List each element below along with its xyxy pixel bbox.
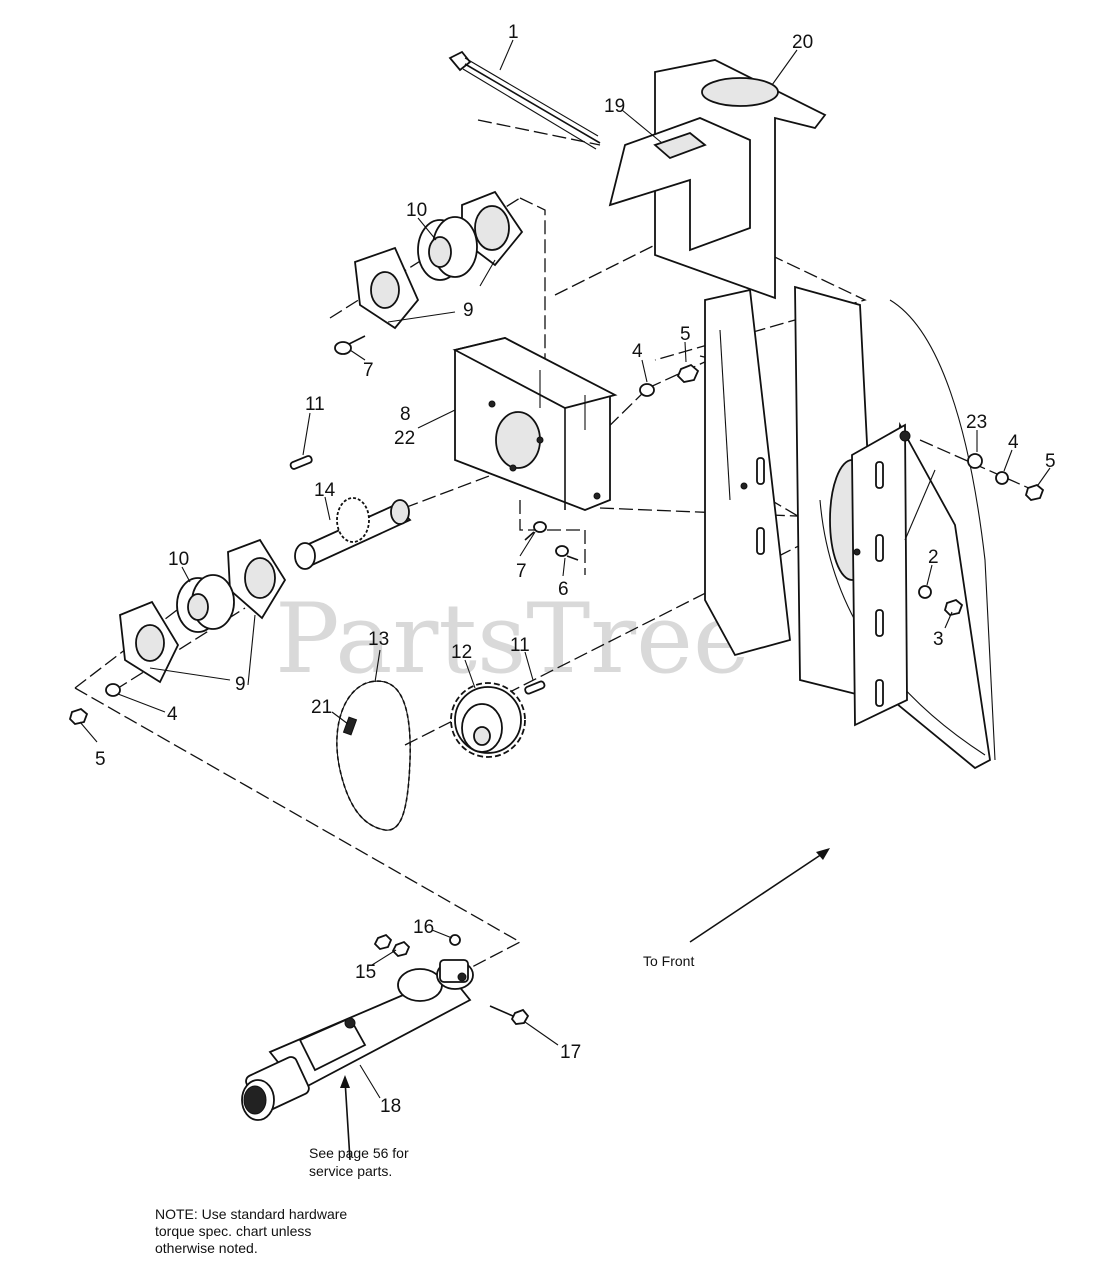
callout-19: 19 (604, 96, 625, 117)
part-4-lockwasher-upper (639, 383, 655, 397)
part-7-screw-upper (334, 335, 366, 355)
part-14-shaft-sprocket (294, 497, 412, 570)
part-9-flange-lower-left (119, 600, 180, 684)
callout-10-lower: 10 (168, 549, 189, 570)
service-note-line-2: service parts. (309, 1163, 392, 1179)
part-12-sprocket (450, 682, 526, 758)
part-7-screw-lower (524, 521, 547, 541)
watermark: PartsTree (275, 583, 750, 695)
part-19-decal-bracket (608, 117, 751, 252)
callout-16: 16 (413, 917, 434, 938)
callout-5-lower: 5 (95, 749, 106, 770)
part-10-bearing-lower (176, 574, 235, 633)
part-21-master-link (342, 716, 358, 736)
part-3-nut (943, 598, 964, 616)
to-front-label: To Front (643, 953, 694, 969)
callout-18: 18 (380, 1096, 401, 1117)
callout-5-upper: 5 (680, 324, 691, 345)
callout-2: 2 (928, 547, 939, 568)
callout-6: 6 (558, 579, 569, 600)
hardware-note-line-2: torque spec. chart unless (155, 1223, 311, 1239)
part-6-screw (555, 545, 579, 561)
callout-12: 12 (451, 642, 472, 663)
part-9-flange-lower-right (227, 538, 287, 620)
part-15-nuts (373, 933, 411, 957)
part-4-lockwasher-right (995, 471, 1009, 485)
part-23-flat-washer (967, 453, 983, 469)
leader-lines (79, 39, 1051, 1161)
part-5-nut-upper (676, 363, 700, 383)
part-5-nut-right (1024, 483, 1045, 501)
hardware-note-line-3: otherwise noted. (155, 1240, 258, 1256)
callout-3: 3 (933, 629, 944, 650)
part-8-chain-housing (452, 337, 618, 511)
callout-7-upper: 7 (363, 360, 374, 381)
part-13-drive-chain (336, 680, 411, 831)
callout-21: 21 (311, 697, 332, 718)
blower-housing-panel (704, 285, 996, 770)
callout-17: 17 (560, 1042, 581, 1063)
callout-1: 1 (508, 22, 519, 43)
callout-13: 13 (368, 629, 389, 650)
callout-10-upper: 10 (406, 200, 427, 221)
part-5-nut-lower (68, 707, 89, 725)
callout-20: 20 (792, 32, 813, 53)
part-9-flange-upper-left (354, 246, 420, 330)
universal-joint-yoke (241, 1056, 310, 1121)
callout-4-right: 4 (1008, 432, 1019, 453)
callout-5-right: 5 (1045, 451, 1056, 472)
part-18-drive-shaft (268, 959, 474, 1092)
part-11-key-upper (289, 455, 313, 470)
callout-7-lower: 7 (516, 561, 527, 582)
callout-numbers: 1 20 19 10 9 7 5 4 11 8 22 14 10 9 4 5 1… (95, 22, 1056, 1117)
to-front-arrow (689, 848, 830, 943)
callout-11-lower: 11 (510, 635, 530, 656)
callout-22: 22 (394, 428, 415, 449)
callout-14: 14 (314, 480, 336, 501)
part-1-carriage-bolt (448, 50, 601, 150)
hardware-note-line-1: NOTE: Use standard hardware (155, 1206, 347, 1222)
service-note-line-1: See page 56 for (309, 1145, 409, 1161)
callout-4-lower: 4 (167, 704, 178, 725)
callout-4-upper: 4 (632, 341, 643, 362)
part-10-bearing-upper (417, 216, 478, 281)
callout-9-lower: 9 (235, 674, 246, 695)
part-2-washer (918, 585, 932, 599)
callout-8: 8 (400, 404, 411, 425)
callout-11-upper: 11 (305, 394, 325, 415)
part-11-key-lower (524, 680, 546, 695)
part-16-setscrew (449, 934, 461, 946)
part-4-lockwasher-lower (105, 683, 121, 697)
callout-15: 15 (355, 962, 376, 983)
mounting-plate-slotted (740, 423, 911, 727)
part-17-bolt (489, 1005, 530, 1025)
callout-9-upper: 9 (463, 300, 474, 321)
callout-23: 23 (966, 412, 987, 433)
